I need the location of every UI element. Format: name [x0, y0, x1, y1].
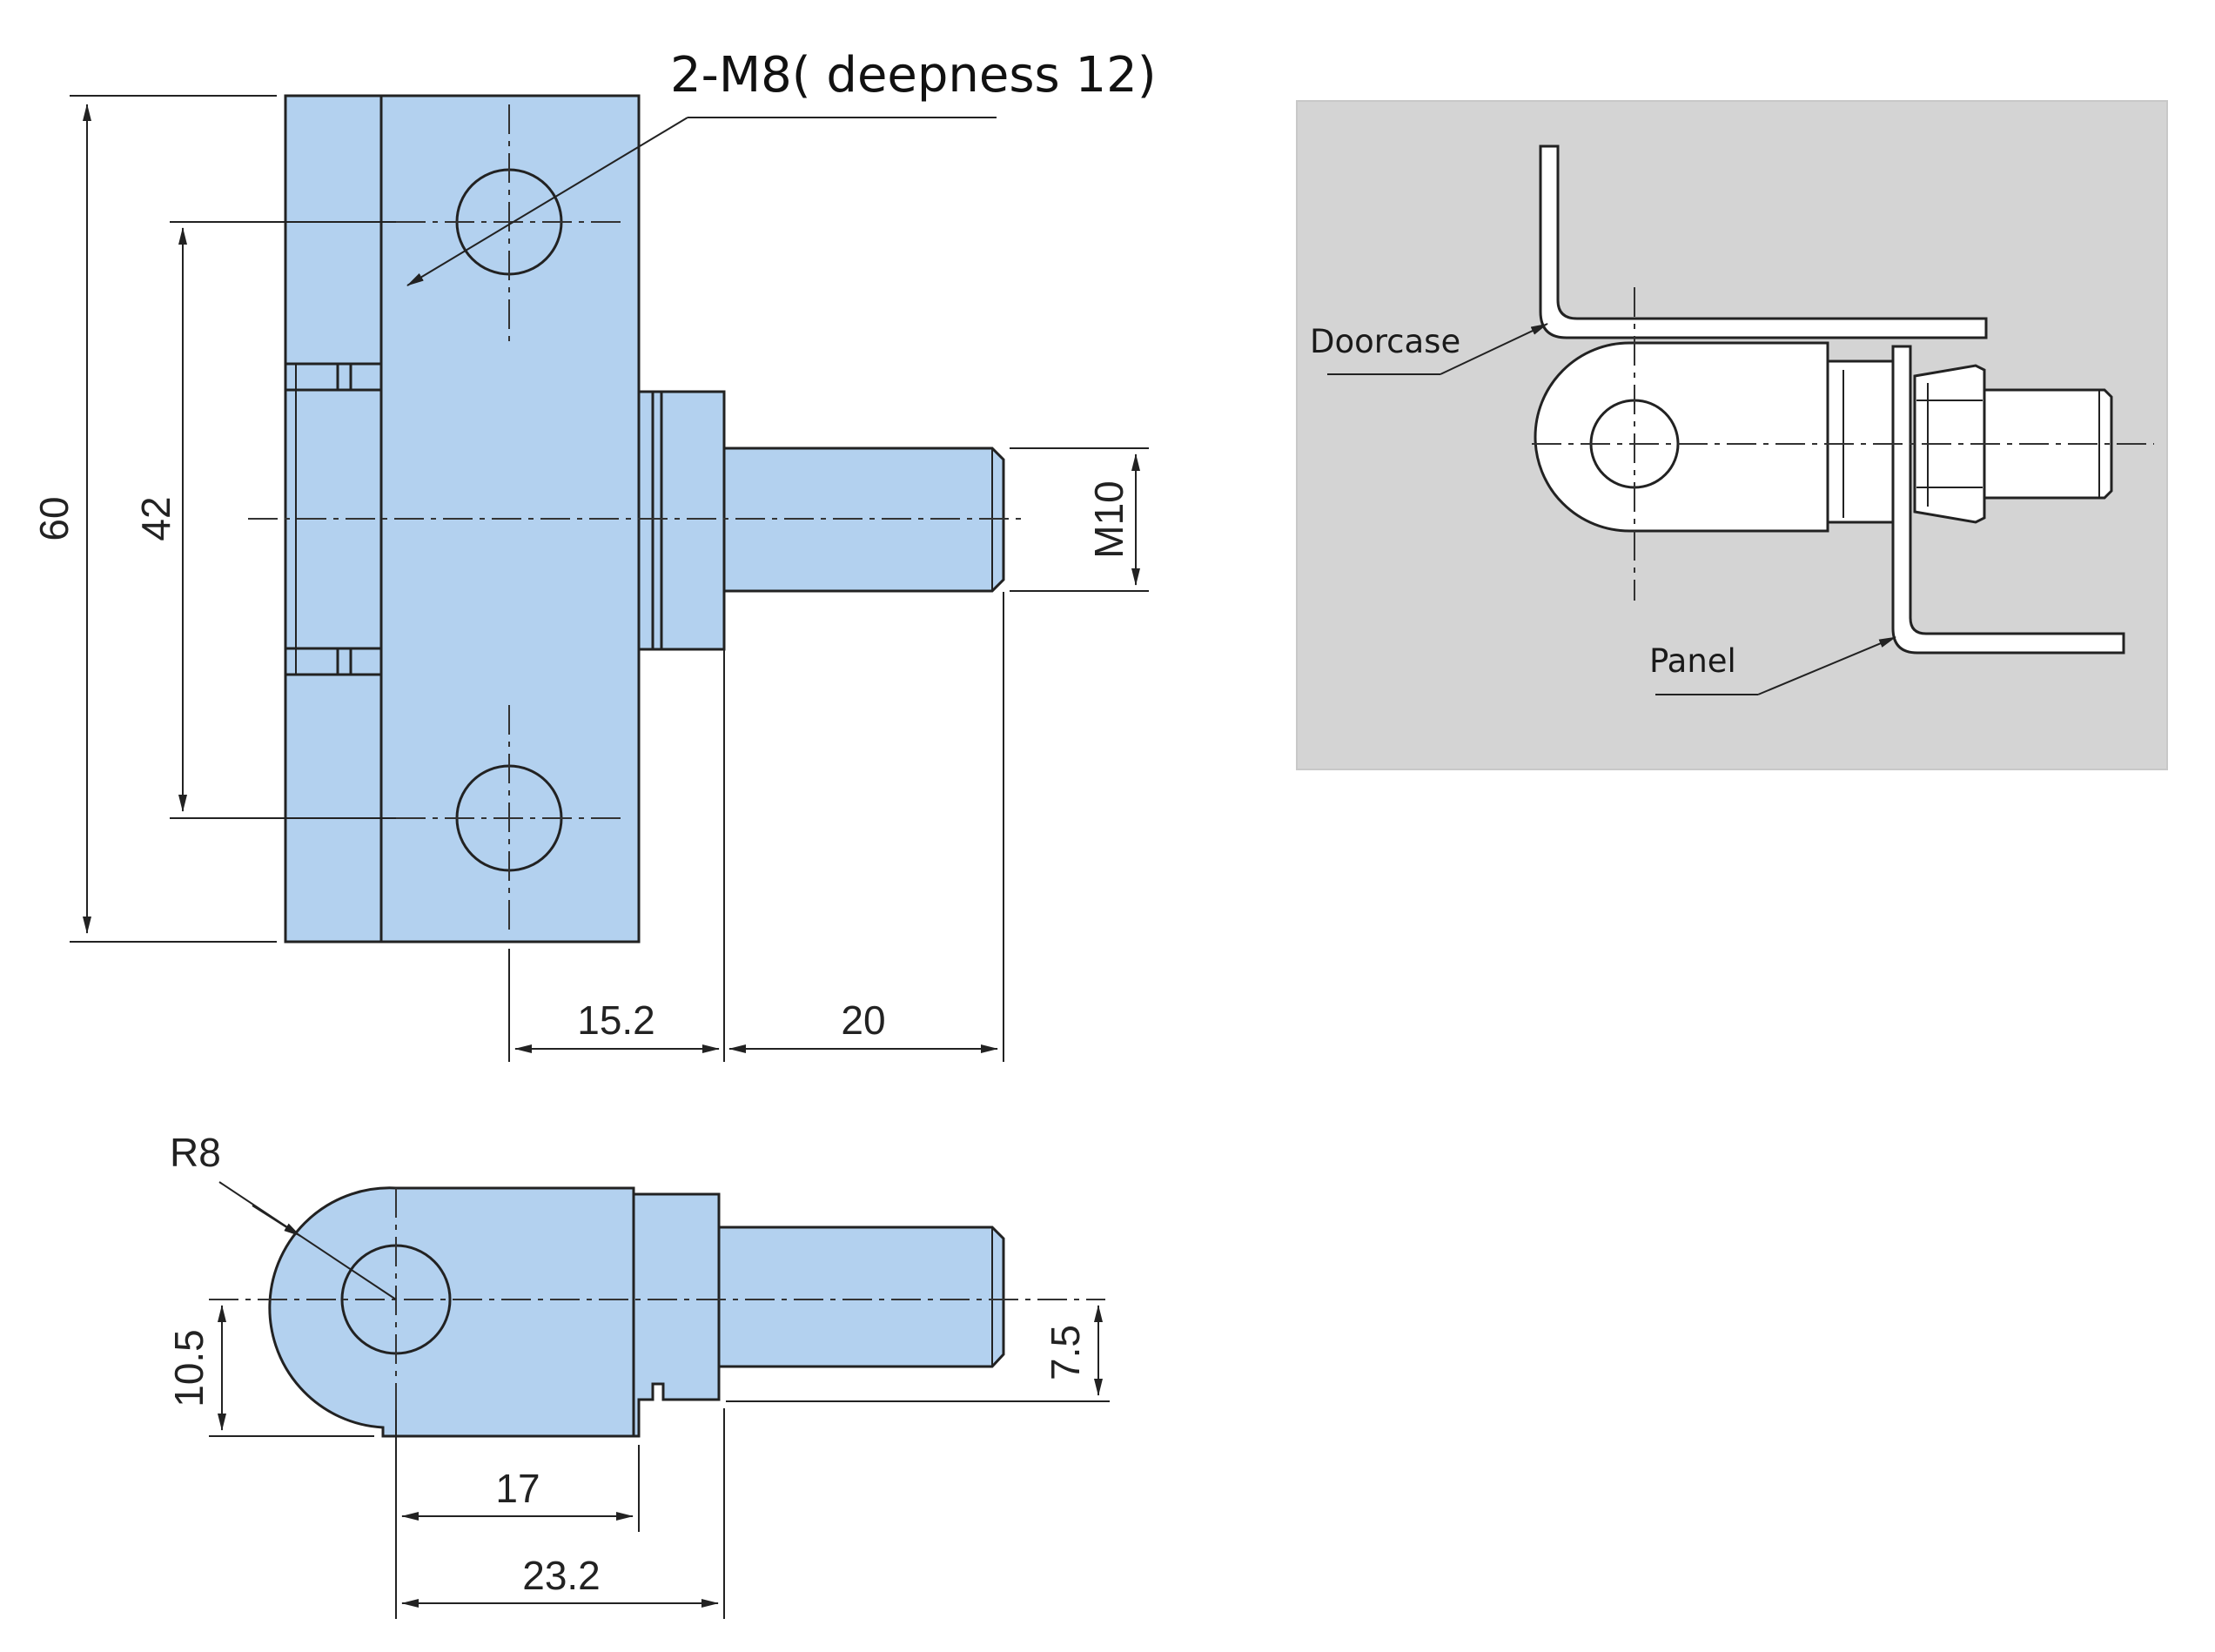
dim-hole-spacing-label: 42 — [133, 496, 178, 541]
thread-callout: 2-M8( deepness 12) — [406, 47, 1157, 286]
dim-shaft-height: 7.5 — [726, 1305, 1110, 1402]
dim-widths: 17 23.2 — [395, 1408, 725, 1619]
front-view: 60 42 M10 15.2 20 2 — [31, 47, 1157, 1062]
inset-hinge-body — [1534, 341, 1899, 533]
dim-offsets: 15.2 20 — [508, 592, 1004, 1062]
dim-lower-height: 10.5 — [166, 1305, 374, 1437]
label-panel: Panel — [1649, 642, 1736, 680]
threaded-shaft — [722, 447, 1005, 593]
side-body — [268, 1186, 1005, 1438]
dim-height-label: 60 — [31, 496, 77, 541]
dim-offset-label: 15.2 — [577, 997, 655, 1043]
dim-radius-label: R8 — [170, 1130, 221, 1175]
dim-thread: M10 — [1010, 447, 1149, 592]
side-view: R8 10.5 7.5 17 23.2 — [166, 1130, 1110, 1619]
dim-radius: R8 — [170, 1130, 397, 1300]
dim-width-23-label: 23.2 — [522, 1553, 601, 1598]
dim-height: 60 — [31, 95, 277, 943]
dim-width-17-label: 17 — [495, 1466, 540, 1511]
dim-shaft-length-label: 20 — [841, 997, 885, 1043]
dim-lower-height-label: 10.5 — [166, 1329, 211, 1407]
dim-shaft-height-label: 7.5 — [1043, 1325, 1088, 1380]
knuckle-notches — [284, 362, 383, 676]
dim-hole-spacing: 42 — [133, 221, 396, 819]
assembly-inset: Doorcase Panel — [1296, 100, 2168, 770]
label-doorcase: Doorcase — [1310, 323, 1460, 360]
thread-callout-label: 2-M8( deepness 12) — [670, 47, 1157, 104]
dim-thread-label: M10 — [1086, 480, 1131, 558]
